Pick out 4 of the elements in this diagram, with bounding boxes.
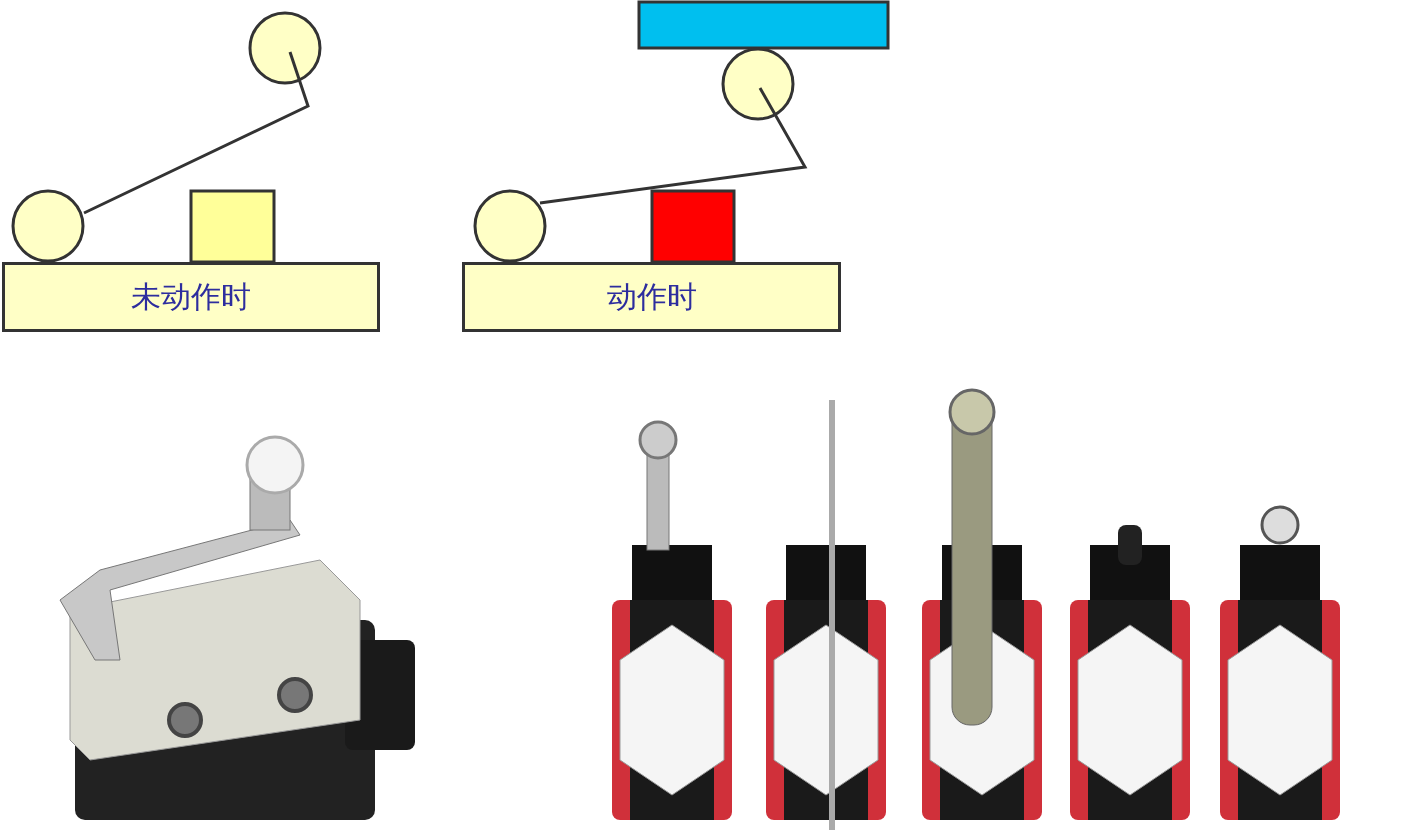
base-plate (462, 262, 841, 332)
state-label: 动作时 (606, 277, 697, 316)
state-label: 未动作时 (131, 277, 251, 316)
base-plate (2, 262, 380, 332)
